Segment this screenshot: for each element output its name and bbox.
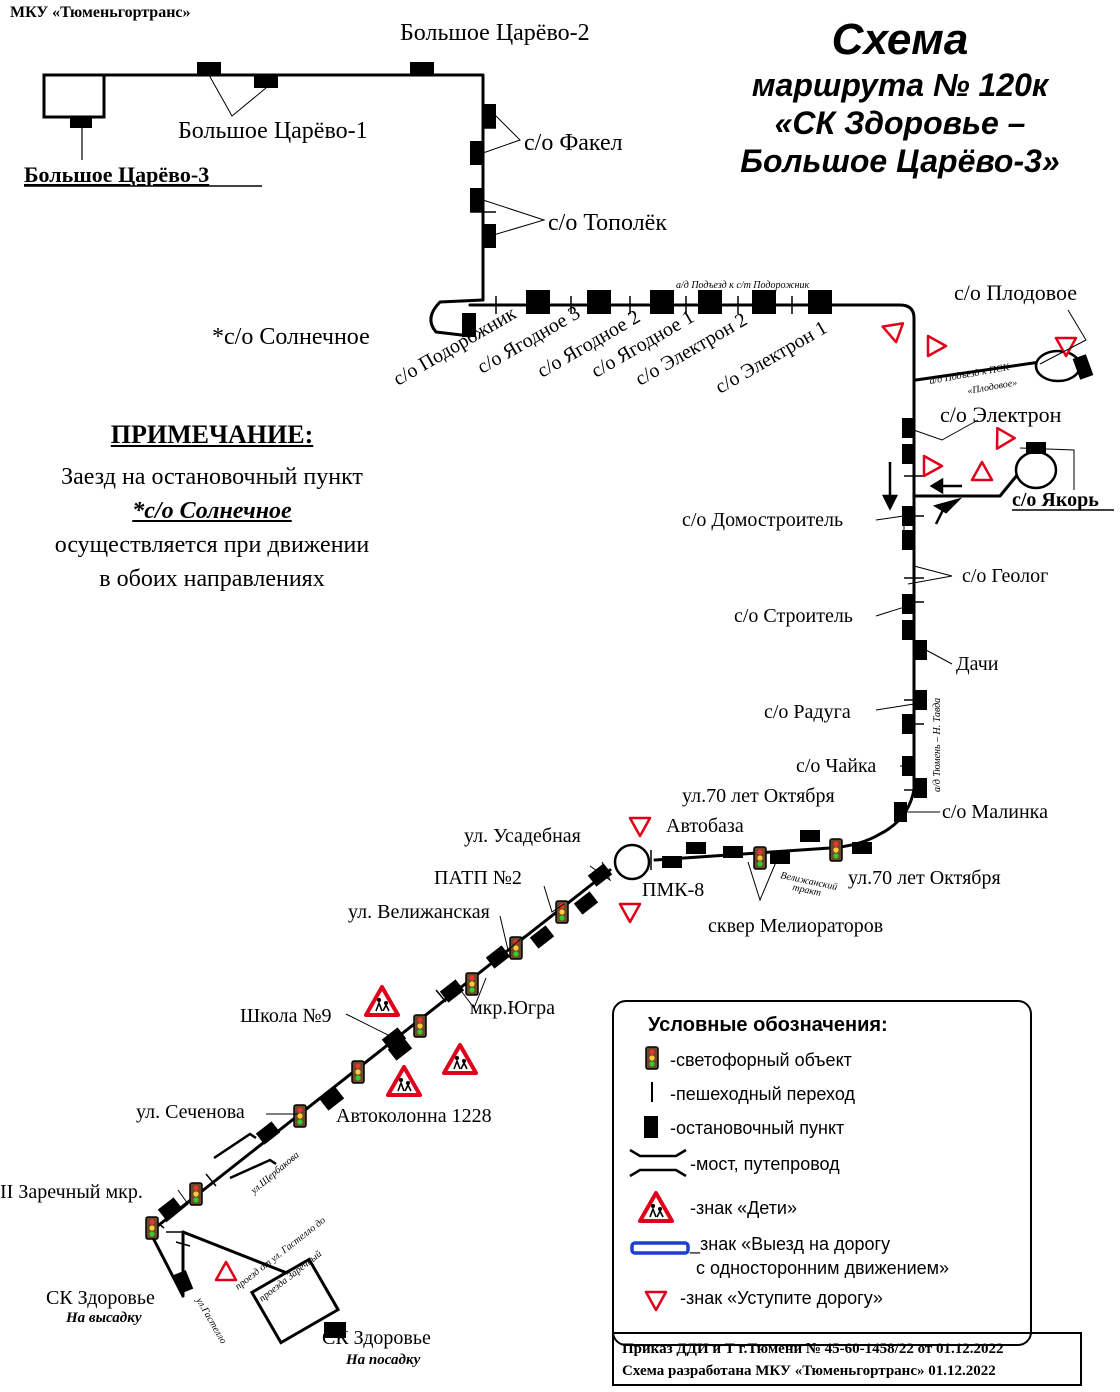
terminal-box-bolshoe-tsarevo-3: [42, 73, 106, 119]
legend-one-way-2: с односторонним движением»: [696, 1258, 950, 1278]
legend-bridge: -мост, путепровод: [690, 1154, 840, 1174]
stop-pmk8: ПМК-8: [642, 879, 704, 901]
stop-sk-zdorovie-1: СК Здоровье: [46, 1287, 155, 1309]
road-scherbakova: ул.Щербакова: [248, 1150, 301, 1197]
stop-usadebnaya: ул. Усадебная: [464, 825, 581, 847]
stop-elektron: с/о Электрон: [940, 402, 1062, 427]
stop-topolek: с/о Тополёк: [548, 210, 667, 236]
note-block: ПРИМЕЧАНИЕ: Заезд на остановочный пункт …: [20, 418, 404, 596]
stop-bolshoe-tsarevo-1: Большое Царёво-1: [178, 118, 368, 144]
legend-children: -знак «Дети»: [690, 1198, 797, 1218]
label-leaders: [165, 74, 1087, 1223]
bridge-overpass: [213, 1132, 277, 1180]
road-podezd-podorozhnik: а/д Подъезд к с/т Подорожник: [676, 280, 809, 291]
stop-malinka: с/о Малинка: [942, 801, 1048, 823]
stop-zarechny: II Заречный мкр.: [0, 1181, 143, 1203]
stop-avtokolonna: Автоколонна 1228: [336, 1105, 492, 1127]
scheme-title: Схема маршрута № 120к «СК Здоровье – Бол…: [690, 14, 1110, 180]
building-sk-zdorovie: [249, 1257, 341, 1345]
footer-developed: Схема разработана МКУ «Тюменьгортранс» 0…: [622, 1363, 996, 1379]
legend-title: Условные обозначения:: [648, 1014, 888, 1036]
stop-sk-posadka: На посадку: [345, 1352, 421, 1368]
children-signs: [364, 985, 478, 1097]
stop-shkola9: Школа №9: [240, 1005, 332, 1027]
stop-solnechnoe: *с/о Солнечное: [212, 324, 370, 350]
legend-crossing: -пешеходный переход: [670, 1084, 855, 1104]
stop-sk-zdorovie-2: СК Здоровье: [322, 1327, 431, 1349]
road-podezd-psk-2: «Плодовое»: [967, 377, 1018, 397]
stop-plodovoe: с/о Плодовое: [954, 280, 1077, 305]
stop-dachi: Дачи: [956, 653, 999, 675]
note-line-2: осуществляется при движении: [54, 532, 370, 558]
stop-sk-vysadka: На высадку: [65, 1310, 142, 1326]
turnaround-yakor: [1014, 450, 1058, 490]
stop-bolshoe-tsarevo-3: Большое Царёво-3: [24, 162, 209, 187]
footer-order-box: Приказ ДДИ и Т г.Тюмени № 45-60-1458/22 …: [612, 1332, 1082, 1386]
stop-raduga: с/о Радуга: [764, 701, 851, 723]
title-line-3: «СК Здоровье –: [774, 105, 1026, 141]
note-line-1: Заезд на остановочный пункт: [61, 464, 363, 490]
organization-name: МКУ «Тюменьгортранс»: [10, 4, 191, 21]
title-line-2: маршрута № 120к: [751, 67, 1049, 103]
stop-mkr-yugra: мкр.Югра: [470, 997, 555, 1019]
direction-arrows: [881, 462, 963, 525]
legend-one-way-1: _знак «Выезд на дорогу: [690, 1234, 891, 1254]
title-line-1: Схема: [831, 15, 969, 64]
footer-order: Приказ ДДИ и Т г.Тюмени № 45-60-1458/22 …: [622, 1341, 1004, 1357]
stop-markers: [157, 62, 927, 1338]
note-stop: *с/о Солнечное: [132, 498, 292, 524]
stop-patp2: ПАТП №2: [434, 867, 522, 889]
stop-skver: сквер Мелиораторов: [708, 915, 883, 937]
legend-traffic-light: -светофорный объект: [670, 1050, 852, 1070]
road-gastello: ул.Гастелло: [193, 1295, 229, 1346]
stop-ul70-bottom: ул.70 лет Октября: [848, 867, 1001, 889]
stop-sechenova: ул. Сеченова: [136, 1101, 245, 1123]
legend-stop: -остановочный пункт: [670, 1118, 845, 1138]
pedestrian-crossings: [151, 127, 924, 1247]
legend-box: Условные обозначения: -светофорный объек…: [612, 1000, 1032, 1346]
stop-velizhanskaya: ул. Велижанская: [348, 901, 490, 923]
note-line-3: в обоих направлениях: [99, 566, 325, 592]
stop-marker: [70, 117, 92, 128]
stop-yakor: с/о Якорь: [1012, 489, 1099, 511]
stop-ul70-top: ул.70 лет Октября: [682, 785, 835, 807]
legend-symbols: [629, 1046, 690, 1312]
title-line-4: Большое Царёво-3»: [740, 143, 1060, 179]
stop-chaika: с/о Чайка: [796, 755, 876, 777]
stop-domostroitel: с/о Домостроитель: [682, 509, 843, 531]
turnaround-plodovoe: [1034, 349, 1082, 383]
roundabout-pmk-8: [613, 843, 651, 881]
stop-avtobaza: Автобаза: [666, 815, 744, 837]
legend-give-way: -знак «Уступите дорогу»: [680, 1288, 883, 1308]
stop-fakel: с/о Факел: [524, 130, 623, 156]
stop-bolshoe-tsarevo-2: Большое Царёво-2: [400, 20, 590, 46]
stop-geolog: с/о Геолог: [962, 565, 1048, 587]
road-tyumen-tavda: а/д Тюмень – Н. Тавда: [932, 698, 943, 792]
note-heading: ПРИМЕЧАНИЕ:: [110, 420, 314, 449]
stop-stroitel: с/о Строитель: [734, 605, 853, 627]
